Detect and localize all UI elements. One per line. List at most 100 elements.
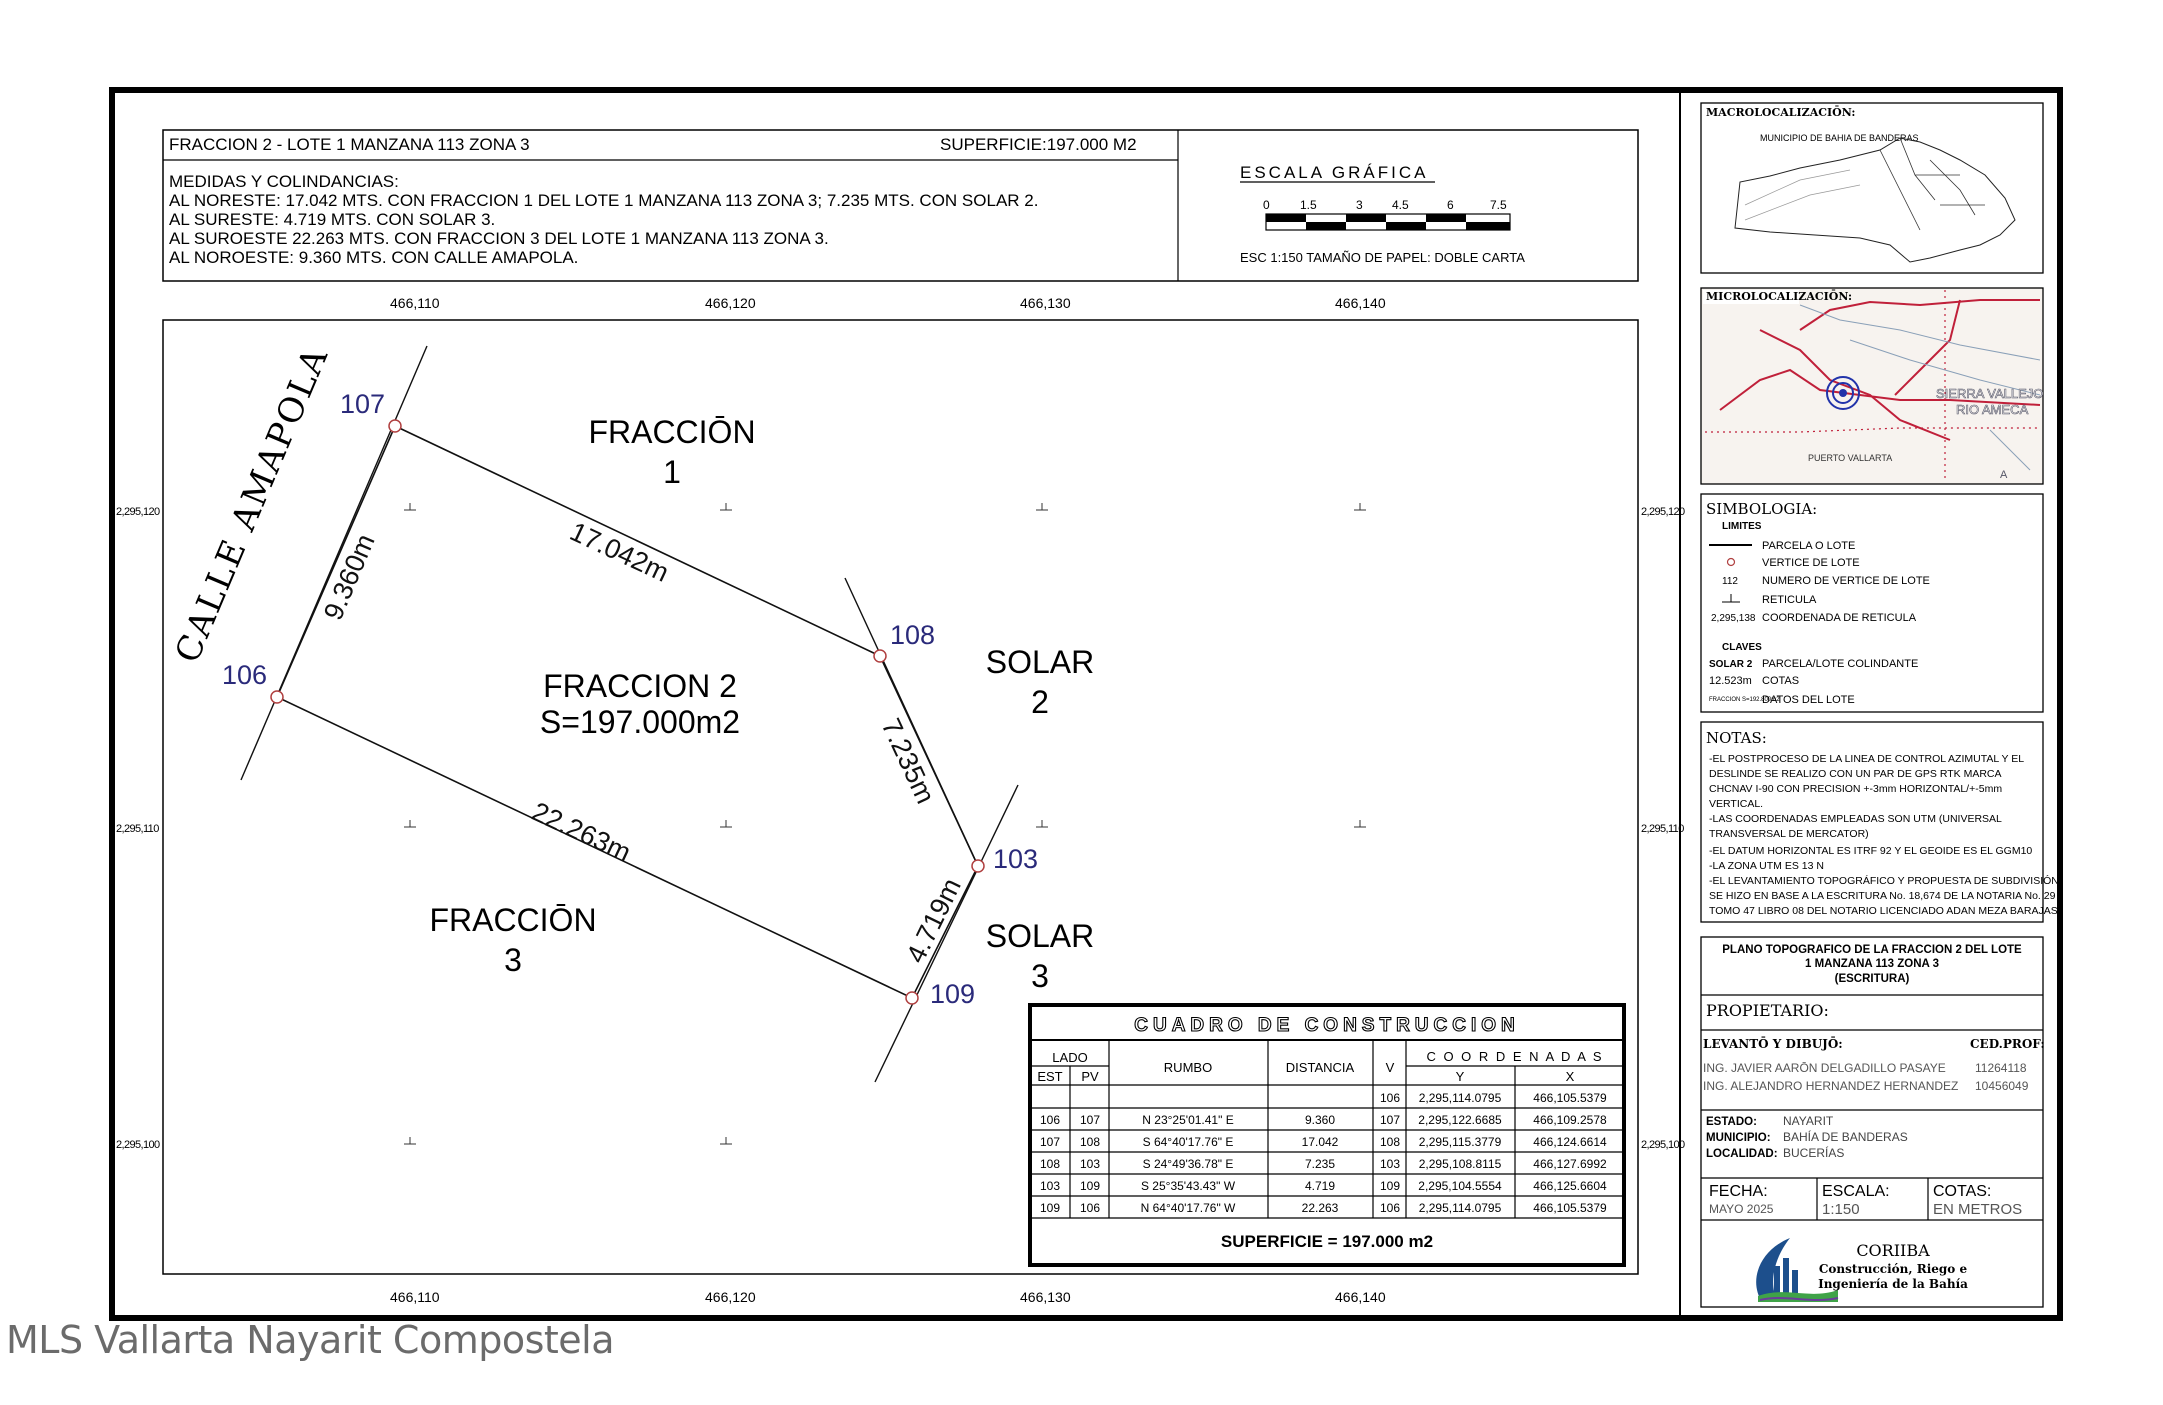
grid-x-label: 466,110	[390, 295, 440, 311]
grid-y-label: 2,295,100	[1641, 1139, 1685, 1151]
grid-y-label: 2,295,120	[1641, 506, 1685, 518]
cell-rumbo: S 64°40'17.76" E	[1143, 1135, 1234, 1149]
micro-panel: MICROLOCALIZACIŌN: SIERRA VALLEJO RIO AM…	[1700, 287, 2044, 485]
estado-value: NAYARIT	[1783, 1114, 1834, 1128]
cell-v: 109	[1380, 1179, 1400, 1193]
person-ced: 11264118	[1975, 1061, 2027, 1075]
vertex-markers	[270, 419, 985, 1005]
vertex-109	[905, 991, 919, 1005]
nota-line: -LAS COORDENADAS EMPLEADAS SON UTM (UNIV…	[1709, 813, 2002, 825]
col-rumbo: RUMBO	[1164, 1060, 1212, 1075]
escala-key: ESCALA:	[1822, 1183, 1890, 1200]
dim-label: 7.235m	[876, 714, 941, 808]
cell-dist: 17.042	[1302, 1135, 1339, 1149]
cell-pv: 108	[1080, 1135, 1100, 1149]
sym-coord: 2,295,138	[1711, 613, 1756, 624]
scale-title: ESCALA GRÁFICA	[1240, 163, 1428, 182]
micro-label: SIERRA VALLEJO	[1936, 386, 2043, 401]
simbologia-panel: SIMBOLOGIA: LIMITES 112 2,295,138 PARCEL…	[1700, 493, 2044, 713]
cell-y: 2,295,114.0795	[1419, 1091, 1502, 1105]
cuadro-title: CUADRO DE CONSTRUCCION	[1134, 1015, 1520, 1036]
dimension-labels: 9.360m 17.042m 7.235m 22.263m 4.719m	[318, 516, 967, 967]
grid-x-label: 466,140	[1335, 1289, 1386, 1305]
vertex-label: 109	[930, 979, 975, 1009]
fecha-value: MAYO 2025	[1709, 1202, 1774, 1216]
claves-label: CLAVES	[1722, 642, 1762, 653]
medida-line: AL SURESTE: 4.719 MTS. CON SOLAR 3.	[169, 210, 495, 229]
sym-label: PARCELA O LOTE	[1762, 540, 1855, 552]
clave-key: FRACCION S=192.800m2	[1709, 697, 1780, 703]
sym-112: 112	[1722, 576, 1738, 587]
nota-line: CHCNAV I-90 CON PRECISION +-3mm HORIZONT…	[1709, 783, 2002, 795]
grid-x-label: 466,120	[705, 1289, 756, 1305]
cell-pv: 106	[1080, 1201, 1100, 1215]
cell-v: 103	[1380, 1157, 1400, 1171]
cell-rumbo: N 64°40'17.76" W	[1141, 1201, 1236, 1215]
header-superficie: SUPERFICIE:197.000 M2	[940, 135, 1137, 154]
solar3-label: SOLAR	[986, 918, 1094, 954]
municipality-outline	[1734, 137, 2016, 263]
micro-label: PUERTO VALLARTA	[1808, 453, 1892, 463]
clave-value: PARCELA/LOTE COLINDANTE	[1762, 658, 1918, 670]
company-sub: Construcción, Riego e	[1819, 1262, 1968, 1276]
municipio-value: BAHÍA DE BANDERAS	[1783, 1129, 1908, 1144]
medida-line: AL NORESTE: 17.042 MTS. CON FRACCION 1 D…	[169, 191, 1038, 210]
plan-frame	[162, 319, 1639, 1275]
vertex-symbol-icon	[1726, 557, 1736, 567]
plano-title: 1 MANZANA 113 ZONA 3	[1805, 958, 1939, 970]
dim-label: 4.719m	[900, 874, 966, 968]
nota-line: DESLINDE SE REALIZO CON UN PAR DE GPS RT…	[1709, 768, 2002, 780]
clave-key: SOLAR 2	[1709, 659, 1753, 670]
cell-pv: 109	[1080, 1179, 1100, 1193]
grid-y-label: 2,295,110	[1641, 823, 1684, 835]
fraccion2-area: S=197.000m2	[540, 704, 740, 740]
nota-line: TOMO 47 LIBRO 08 DEL NOTARIO LICENCIADO …	[1709, 905, 2061, 917]
solar3-number: 3	[1031, 958, 1049, 994]
cell-x: 466,127.6992	[1533, 1157, 1607, 1171]
cell-est: 107	[1040, 1135, 1060, 1149]
grid-y-labels: 2,295,120 2,295,110 2,295,100 2,295,120 …	[116, 506, 1686, 1151]
scale-tick: 0	[1263, 198, 1270, 212]
fraccion3-number: 3	[504, 942, 522, 978]
col-lado: LADO	[1052, 1050, 1087, 1065]
macro-panel: MACROLOCALIZACIŌN: MUNICIPIO DE BAHIA DE…	[1700, 102, 2044, 274]
graphic-scale: ESCALA GRÁFICA 0 1.5 3 4.5 6 7.5 ESC 1:1…	[1240, 163, 1525, 265]
micro-label: RIO AMECA	[1956, 402, 2029, 417]
company-name: CORIIBA	[1856, 1241, 1930, 1260]
macro-title: MACROLOCALIZACIŌN:	[1706, 105, 1855, 119]
neighbor-labels: FRACCIŌN 1 FRACCIŌN 3 SOLAR 2 SOLAR 3	[429, 414, 1094, 994]
cell-v: 106	[1380, 1091, 1400, 1105]
cotas-key: COTAS:	[1933, 1183, 1991, 1200]
clave-key: 12.523m	[1709, 675, 1752, 687]
notas-title: NOTAS:	[1706, 729, 1767, 747]
municipio-key: MUNICIPIO:	[1706, 1132, 1771, 1144]
vertex-label: 106	[222, 660, 267, 690]
dim-label: 22.263m	[527, 796, 635, 868]
cell-est: 108	[1040, 1157, 1060, 1171]
localidad-value: BUCERÍAS	[1783, 1145, 1844, 1160]
vertex-label: 108	[890, 620, 935, 650]
fraccion1-label: FRACCIŌN	[588, 414, 755, 450]
coriiba-logo-icon	[1756, 1238, 1839, 1302]
plano-title: (ESCRITURA)	[1835, 973, 1910, 985]
cell-x: 466,109.2578	[1533, 1113, 1607, 1127]
person-name: ING. JAVIER AARŌN DELGADILLO PASAYE	[1703, 1061, 1946, 1075]
grid-y-label: 2,295,120	[116, 506, 160, 518]
vertex-107	[388, 419, 402, 433]
clave-value: DATOS DEL LOTE	[1762, 694, 1855, 706]
cell-v: 107	[1380, 1113, 1400, 1127]
plano-title: PLANO TOPOGRAFICO DE LA FRACCION 2 DEL L…	[1722, 944, 2022, 956]
grid-y-label: 2,295,110	[116, 823, 159, 835]
notas-panel: NOTAS: -EL POSTPROCESO DE LA LINEA DE CO…	[1700, 721, 2061, 923]
grid-labels: 466,110 466,120 466,130 466,140 466,110 …	[390, 295, 1386, 1305]
cell-y: 2,295,108.8115	[1419, 1157, 1502, 1171]
sym-label: NUMERO DE VERTICE DE LOTE	[1762, 575, 1930, 587]
vertex-108	[873, 649, 887, 663]
solar2-label: SOLAR	[986, 644, 1094, 680]
levanto-label: LEVANTŌ Y DIBUJŌ:	[1703, 1036, 1843, 1051]
nota-line: SE HIZO EN BASE A LA ESCRITURA No. 18,67…	[1709, 890, 2056, 902]
cell-dist: 7.235	[1305, 1157, 1335, 1171]
cuadro-superficie: SUPERFICIE = 197.000 m2	[1221, 1232, 1433, 1251]
propietario-label: PROPIETARIO:	[1706, 1001, 1829, 1020]
cell-pv: 107	[1080, 1113, 1100, 1127]
